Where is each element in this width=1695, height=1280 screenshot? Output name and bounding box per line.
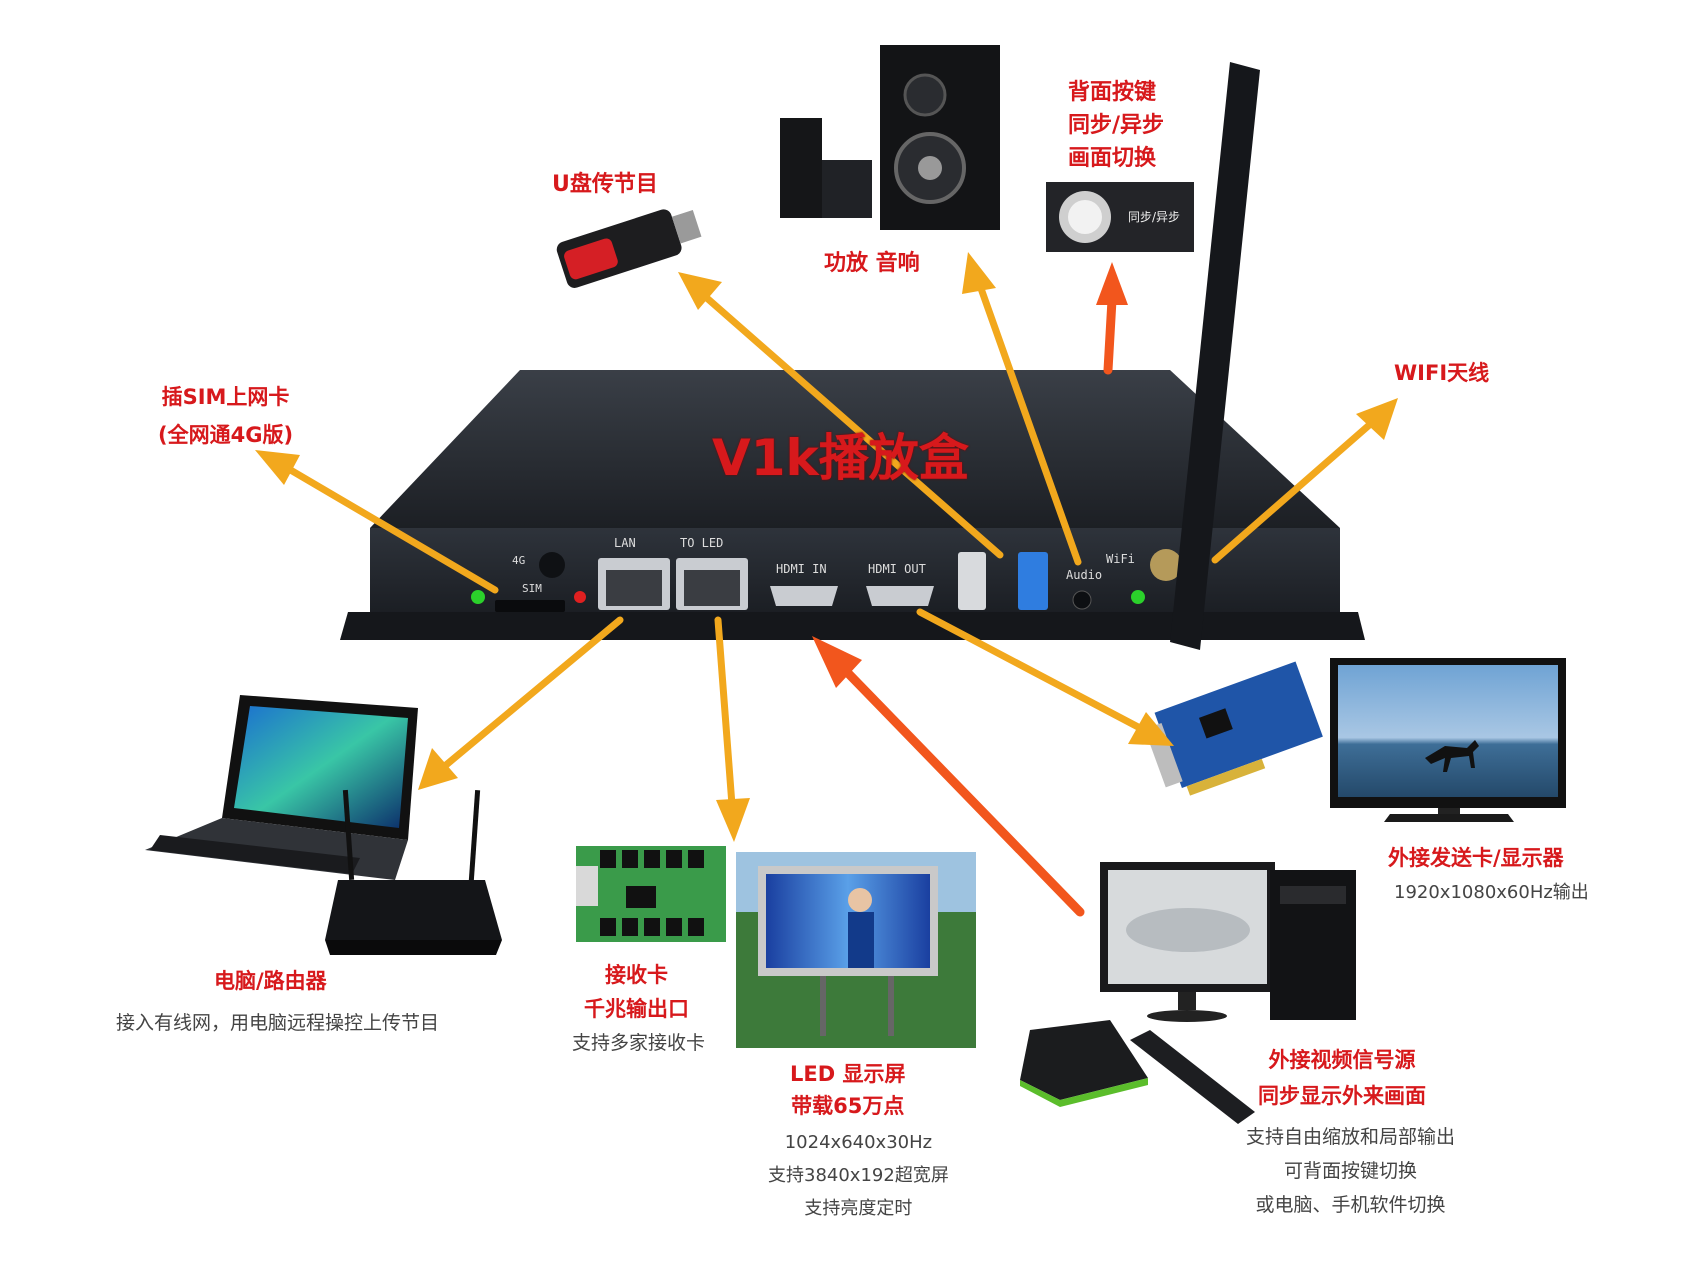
label-sim: 插SIM上网卡 (全网通4G版) bbox=[158, 385, 294, 447]
label-computer-title: 电脑/路由器 bbox=[214, 969, 327, 993]
port-label-4g: 4G bbox=[512, 554, 526, 567]
receiver-card-image bbox=[576, 846, 726, 942]
back-button-image bbox=[1046, 182, 1194, 252]
pc-monitor-image bbox=[1100, 862, 1356, 1022]
hdmi-in-port bbox=[770, 586, 838, 606]
label-sender-title: 外接发送卡/显示器 bbox=[1388, 846, 1564, 870]
wifi-led bbox=[1131, 590, 1145, 604]
sim-button bbox=[539, 552, 565, 578]
port-label-wifi: WiFi bbox=[1106, 552, 1135, 566]
wifi-antenna bbox=[1170, 62, 1260, 650]
status-led-red bbox=[574, 591, 586, 603]
router-image bbox=[325, 789, 502, 955]
display-image bbox=[1330, 658, 1566, 822]
arrow-audio bbox=[974, 276, 1082, 566]
arrow-hdmi-out bbox=[916, 608, 1144, 732]
usb-port-1 bbox=[958, 552, 986, 610]
port-label-sim: SIM bbox=[522, 582, 542, 595]
label-led-desc: 1024x640x30Hz 支持3840x192超宽屏 支持亮度定时 bbox=[768, 1132, 949, 1219]
port-label-lan: LAN bbox=[614, 536, 636, 550]
port-label-hdmi-out: HDMI OUT bbox=[868, 562, 926, 576]
laptop-image bbox=[145, 695, 418, 880]
label-video-desc: 支持自由缩放和局部输出 可背面按键切换 或电脑、手机软件切换 bbox=[1246, 1126, 1456, 1216]
usb-port-2 bbox=[1018, 552, 1048, 610]
audio-jack bbox=[1072, 590, 1092, 610]
button-caption: 同步/异步 bbox=[1128, 210, 1181, 224]
label-sender-desc: 1920x1080x60Hz输出 bbox=[1394, 882, 1589, 903]
tv-box-image bbox=[1020, 1020, 1255, 1124]
speaker-image bbox=[780, 45, 1000, 230]
arrow-sim bbox=[278, 461, 499, 594]
sim-slot bbox=[495, 600, 565, 612]
player-box bbox=[340, 370, 1365, 640]
label-led-title: LED 显示屏 带载65万点 bbox=[790, 1062, 906, 1118]
arrow-lan bbox=[436, 616, 624, 774]
led-billboard-image bbox=[736, 852, 976, 1048]
device-title: V1k播放盒 bbox=[712, 429, 969, 487]
port-label-hdmi-in: HDMI IN bbox=[776, 562, 827, 576]
usb-stick-image bbox=[556, 209, 702, 288]
port-label-to-led: TO LED bbox=[680, 536, 724, 550]
sender-card-image bbox=[1144, 661, 1323, 796]
label-receiver-desc: 支持多家接收卡 bbox=[572, 1032, 706, 1054]
arrow-back-button bbox=[1103, 295, 1117, 375]
connection-arrows bbox=[255, 252, 1398, 917]
arrow-to-led bbox=[714, 616, 736, 809]
label-back-button: 背面按键 同步/异步 画面切换 bbox=[1068, 80, 1165, 171]
arrow-usb bbox=[696, 288, 1004, 559]
port-label-audio: Audio bbox=[1066, 568, 1103, 582]
label-receiver-title: 接收卡 千兆输出口 bbox=[584, 963, 689, 1021]
status-led-green bbox=[471, 590, 485, 604]
antenna-connector bbox=[1150, 549, 1182, 581]
label-speaker: 功放 音响 bbox=[824, 251, 920, 276]
label-wifi: WIFI天线 bbox=[1394, 361, 1490, 385]
hdmi-out-port bbox=[866, 586, 934, 606]
arrow-wifi bbox=[1211, 416, 1379, 564]
label-usb: U盘传节目 bbox=[552, 172, 658, 197]
label-computer-desc: 接入有线网，用电脑远程操控上传节目 bbox=[116, 1012, 440, 1034]
label-video-title: 外接视频信号源 同步显示外来画面 bbox=[1258, 1048, 1426, 1108]
port-panel bbox=[471, 549, 1182, 612]
arrow-hdmi-in bbox=[840, 665, 1085, 917]
